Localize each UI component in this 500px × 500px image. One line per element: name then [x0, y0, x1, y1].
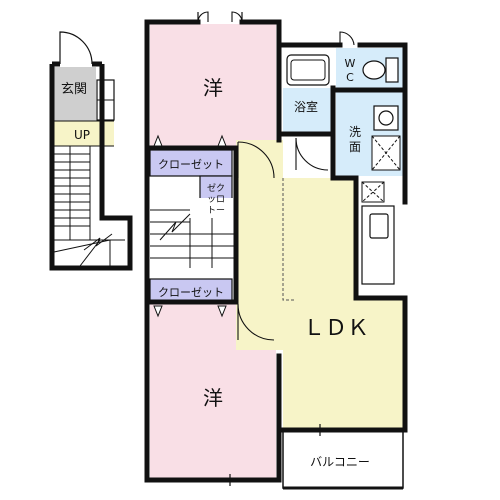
entrance-door [59, 31, 93, 65]
genkan-area [54, 67, 96, 121]
label-wc-2: C [346, 71, 354, 84]
entrance-stair-block [49, 31, 133, 271]
ldk-dashed-line [282, 178, 296, 301]
bathroom [283, 88, 333, 134]
label-western-bottom: 洋 [203, 386, 223, 410]
fridge-space [361, 181, 385, 203]
label-closet-small-3: トー [207, 206, 225, 216]
wash-basin [373, 105, 399, 131]
bathtub [286, 54, 330, 86]
window-marks [197, 12, 321, 486]
label-closet-bottom: クローゼット [158, 286, 224, 299]
balcony [282, 429, 404, 489]
label-washroom-1: 洗 [349, 125, 361, 139]
stair-treads [53, 146, 125, 267]
label-balcony: バルコニー [310, 455, 370, 469]
label-up: UP [74, 128, 90, 142]
label-ldk: ＬＤＫ [303, 316, 369, 341]
closet-top [149, 149, 233, 177]
label-closet-top: クローゼット [158, 158, 224, 171]
label-western-top: 洋 [203, 76, 223, 100]
kitchen-counter [361, 205, 395, 285]
toilet [362, 57, 399, 83]
walls [144, 19, 408, 483]
interior-stair [150, 198, 234, 268]
label-closet-small-2: ッロ [207, 195, 225, 205]
ldk-area [236, 140, 403, 430]
label-washroom-2: 面 [349, 140, 361, 154]
label-bath: 浴室 [294, 99, 318, 114]
western-room-top [150, 24, 276, 150]
label-wc-1: W [345, 57, 356, 70]
door-swings [197, 11, 355, 341]
washing-machine-space [371, 135, 401, 171]
label-genkan: 玄関 [61, 82, 87, 97]
label-closet-small-1: ゼク [207, 182, 225, 194]
